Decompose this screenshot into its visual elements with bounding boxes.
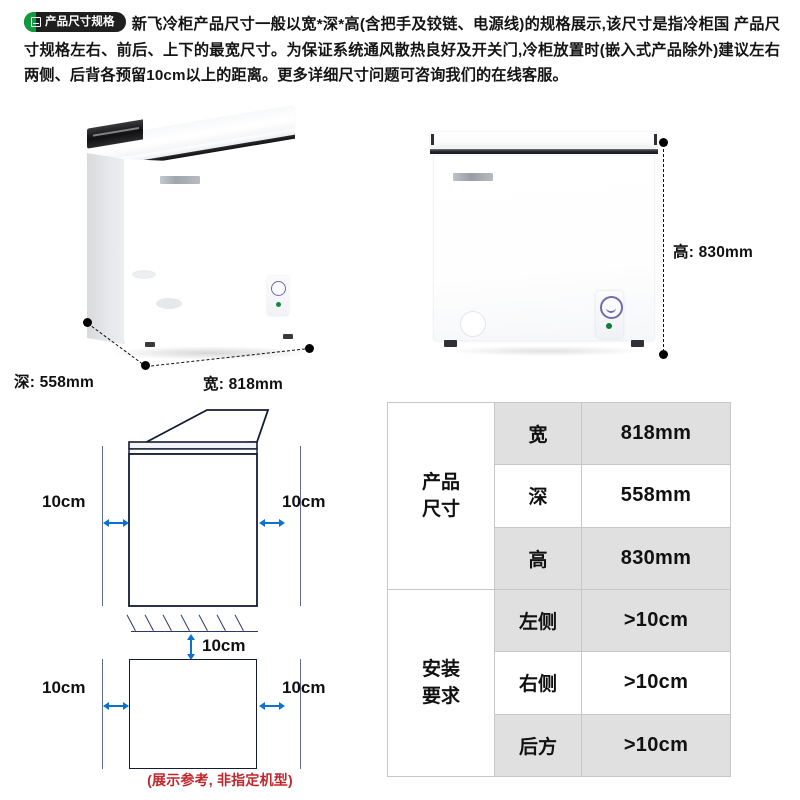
depth-dim-dot-bottom bbox=[141, 361, 150, 370]
thermostat-knob-icon bbox=[600, 296, 623, 319]
wall-hatch bbox=[126, 614, 136, 631]
table-key: 深 bbox=[494, 464, 582, 528]
depth-dim-dot-top bbox=[83, 318, 92, 327]
plan-arrow-left bbox=[103, 701, 129, 710]
spec-badge-label: 产品尺寸规格 bbox=[45, 16, 115, 28]
clearance-label-right: 10cm bbox=[282, 492, 326, 511]
table-row: 产品尺寸 宽 818mm bbox=[387, 401, 731, 590]
brand-logo bbox=[453, 173, 493, 181]
plan-arrow-right bbox=[259, 701, 285, 710]
table-value: >10cm bbox=[581, 651, 731, 715]
plan-guide-right bbox=[300, 659, 301, 769]
wall-hatch bbox=[180, 614, 190, 631]
table-row: 深 558mm bbox=[388, 464, 731, 528]
table-value: 830mm bbox=[581, 526, 731, 590]
freezer-shadow bbox=[110, 346, 310, 360]
freezer-outline-drawing bbox=[128, 409, 270, 607]
table-key: 左侧 bbox=[494, 588, 582, 653]
freezer-foot bbox=[631, 340, 644, 347]
clearance-label-left: 10cm bbox=[42, 492, 86, 511]
clearance-diagram-block: 10cm 10cm 10cm 10cm 10cm (展示参考, 非指定机型) bbox=[42, 398, 380, 794]
wall-line bbox=[131, 631, 258, 632]
clearance-arrow-left bbox=[103, 518, 129, 527]
chest-freezer-front-photo bbox=[428, 132, 668, 364]
table-value: >10cm bbox=[581, 713, 731, 778]
wall-hatch bbox=[198, 614, 208, 631]
table-row: 高 830mm bbox=[388, 526, 731, 590]
freezer-lid-top bbox=[430, 132, 658, 148]
description-text: 新飞冷柜产品尺寸一般以宽*深*高(含把手及铰链、电源线)的规格展示,该尺寸是指冷… bbox=[24, 16, 780, 84]
power-led-icon bbox=[275, 302, 281, 307]
height-dim-dot-bottom bbox=[659, 350, 668, 359]
freezer-shadow bbox=[448, 346, 644, 356]
wall-hatch bbox=[144, 614, 154, 631]
freezer-side-panel bbox=[87, 153, 125, 345]
thermostat-knob-icon bbox=[271, 281, 286, 296]
table-row: 安装要求 左侧 >10cm bbox=[387, 588, 731, 778]
wall-hatch bbox=[162, 614, 172, 631]
table-value: 558mm bbox=[581, 464, 731, 528]
document-list-icon bbox=[31, 17, 41, 27]
diagram-caption: (展示参考, 非指定机型) bbox=[147, 772, 293, 788]
power-led-icon bbox=[606, 323, 612, 329]
freezer-foot bbox=[444, 340, 457, 347]
product-photo-row: 深: 558mm 宽: 818mm 高: 830mm bbox=[0, 104, 800, 393]
table-key: 后方 bbox=[494, 713, 582, 778]
clearance-guide-left bbox=[102, 446, 103, 606]
freezer-body bbox=[433, 155, 655, 341]
rear-clearance-label: 10cm bbox=[202, 636, 246, 655]
control-panel bbox=[267, 276, 289, 316]
freezer-plan-outline bbox=[129, 659, 257, 769]
wall-hatch bbox=[234, 614, 244, 631]
specification-table: 产品尺寸 宽 818mm 深 558mm 高 830mm 安装要求 左侧 >10… bbox=[387, 401, 731, 778]
table-value: >10cm bbox=[581, 588, 731, 653]
freezer-handle-front bbox=[156, 298, 182, 309]
clearance-guide-right bbox=[300, 446, 301, 606]
wall-hatch bbox=[216, 614, 226, 631]
plan-label-left: 10cm bbox=[42, 678, 86, 697]
table-row: 右侧 >10cm bbox=[388, 651, 731, 715]
clearance-arrow-right bbox=[259, 518, 285, 527]
header-block: 产品尺寸规格新飞冷柜产品尺寸一般以宽*深*高(含把手及铰链、电源线)的规格展示,… bbox=[24, 12, 780, 89]
table-key: 宽 bbox=[494, 401, 582, 466]
freezer-handle bbox=[461, 312, 485, 336]
table-value: 818mm bbox=[581, 401, 731, 466]
freezer-foot bbox=[283, 334, 293, 339]
table-row: 后方 >10cm bbox=[388, 713, 731, 778]
depth-dim-label: 深: 558mm bbox=[14, 374, 94, 391]
description-paragraph: 产品尺寸规格新飞冷柜产品尺寸一般以宽*深*高(含把手及铰链、电源线)的规格展示,… bbox=[24, 12, 780, 89]
rear-clearance-arrow bbox=[186, 634, 195, 660]
table-key: 右侧 bbox=[494, 651, 582, 715]
height-dim-label: 高: 830mm bbox=[673, 244, 753, 261]
table-key: 高 bbox=[494, 526, 582, 590]
freezer-handle-side bbox=[132, 270, 156, 279]
table-group-label: 产品尺寸 bbox=[387, 402, 495, 590]
spec-badge: 产品尺寸规格 bbox=[24, 12, 126, 32]
plan-label-right: 10cm bbox=[282, 678, 326, 697]
chest-freezer-perspective-photo bbox=[80, 104, 315, 370]
width-dim-dot-right bbox=[305, 344, 314, 353]
plan-guide-left bbox=[102, 659, 103, 769]
freezer-foot bbox=[145, 342, 155, 347]
table-group-label: 安装要求 bbox=[387, 588, 495, 778]
height-dim-line bbox=[663, 144, 664, 352]
control-panel bbox=[596, 291, 623, 338]
height-dim-dot-top bbox=[659, 138, 668, 147]
width-dim-label: 宽: 818mm bbox=[203, 376, 283, 393]
freezer-front-panel bbox=[124, 159, 296, 349]
freezer-lid-gasket bbox=[430, 149, 658, 154]
brand-logo bbox=[160, 176, 200, 184]
